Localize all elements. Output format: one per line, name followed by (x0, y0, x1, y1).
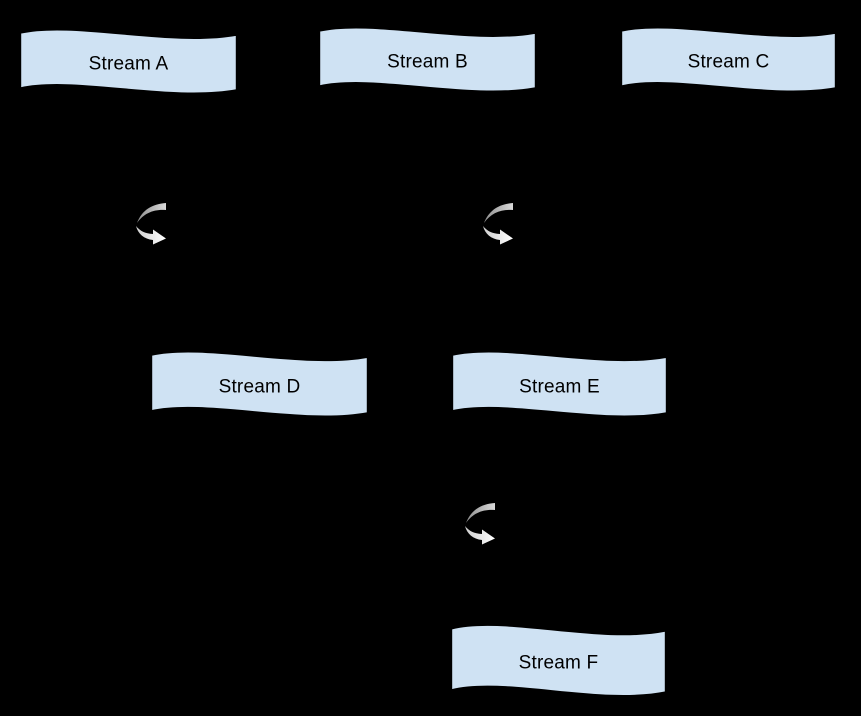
stream-label: Stream A (88, 53, 169, 75)
stream-label: Stream F (518, 652, 599, 674)
stream-node-b: Stream B (318, 25, 537, 95)
stream-label: Stream D (218, 376, 301, 398)
curved-loop-arrow-icon (479, 200, 515, 246)
stream-node-c: Stream C (620, 25, 837, 95)
wavy-tape-shape-icon (620, 27, 837, 92)
wavy-tape-shape-icon (318, 27, 537, 92)
stream-node-e: Stream E (451, 349, 668, 420)
wavy-tape-shape-icon (150, 351, 369, 417)
curved-loop-arrow-icon (132, 200, 168, 246)
stream-label: Stream E (519, 376, 600, 398)
wavy-tape-shape-icon (19, 29, 238, 94)
wavy-tape-shape-icon (451, 351, 668, 417)
stream-node-f: Stream F (450, 622, 667, 700)
wavy-tape-shape-icon (450, 624, 667, 697)
stream-label: Stream C (687, 51, 770, 73)
stream-node-d: Stream D (150, 349, 369, 420)
stream-label: Stream B (387, 51, 468, 73)
stream-node-a: Stream A (19, 27, 238, 97)
curved-loop-arrow-icon (461, 500, 497, 546)
